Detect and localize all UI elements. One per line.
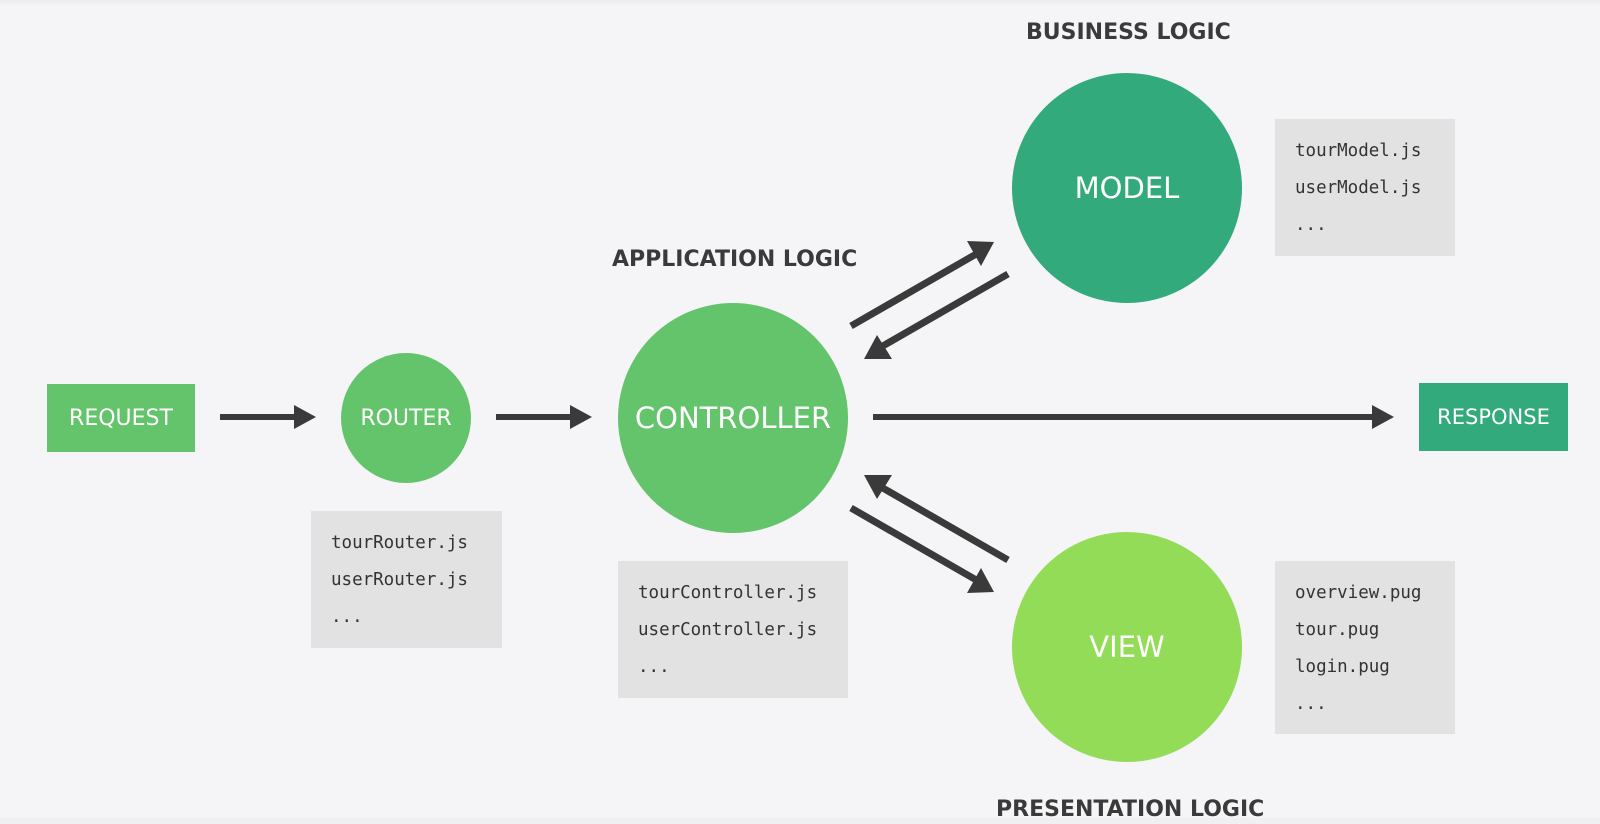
business-logic-heading: BUSINESS LOGIC xyxy=(1026,20,1231,45)
controller-files-box: tourController.js userController.js ... xyxy=(618,561,848,698)
file-item: ... xyxy=(1295,215,1327,235)
arrow-model-to-controller xyxy=(864,270,1010,359)
model-node: MODEL xyxy=(1012,73,1242,303)
file-item: userRouter.js xyxy=(331,570,468,590)
controller-label: CONTROLLER xyxy=(634,401,832,435)
file-item: userModel.js xyxy=(1295,178,1422,198)
request-label: REQUEST xyxy=(69,405,173,431)
router-label: ROUTER xyxy=(360,405,452,431)
bottom-divider xyxy=(0,818,1600,824)
arrow-request-to-router xyxy=(220,405,316,429)
model-label: MODEL xyxy=(1074,171,1180,205)
file-item: overview.pug xyxy=(1295,583,1422,603)
router-node: ROUTER xyxy=(341,353,471,483)
request-box: REQUEST xyxy=(47,384,195,452)
router-files-box: tourRouter.js userRouter.js ... xyxy=(311,511,502,648)
controller-node: CONTROLLER xyxy=(618,303,848,533)
arrow-controller-to-model xyxy=(849,241,994,330)
response-box: RESPONSE xyxy=(1419,383,1568,451)
file-item: ... xyxy=(331,607,363,627)
response-label: RESPONSE xyxy=(1437,405,1550,429)
file-item: ... xyxy=(638,657,670,677)
presentation-logic-heading: PRESENTATION LOGIC xyxy=(996,797,1265,822)
file-item: tour.pug xyxy=(1295,620,1380,640)
file-item: login.pug xyxy=(1295,657,1390,677)
file-item: userController.js xyxy=(638,620,818,640)
file-item: tourModel.js xyxy=(1295,141,1422,161)
view-files-box: overview.pug tour.pug login.pug ... xyxy=(1275,561,1455,734)
arrow-view-to-controller xyxy=(864,475,1010,564)
arrow-controller-to-view xyxy=(849,504,994,593)
file-item: tourController.js xyxy=(638,583,818,603)
arrow-controller-to-response xyxy=(873,405,1394,429)
top-divider xyxy=(0,0,1600,6)
view-label: VIEW xyxy=(1089,630,1165,664)
file-item: ... xyxy=(1295,694,1327,714)
application-logic-heading: APPLICATION LOGIC xyxy=(612,247,858,272)
view-node: VIEW xyxy=(1012,532,1242,762)
arrow-router-to-controller xyxy=(496,405,592,429)
file-item: tourRouter.js xyxy=(331,533,468,553)
model-files-box: tourModel.js userModel.js ... xyxy=(1275,119,1455,256)
